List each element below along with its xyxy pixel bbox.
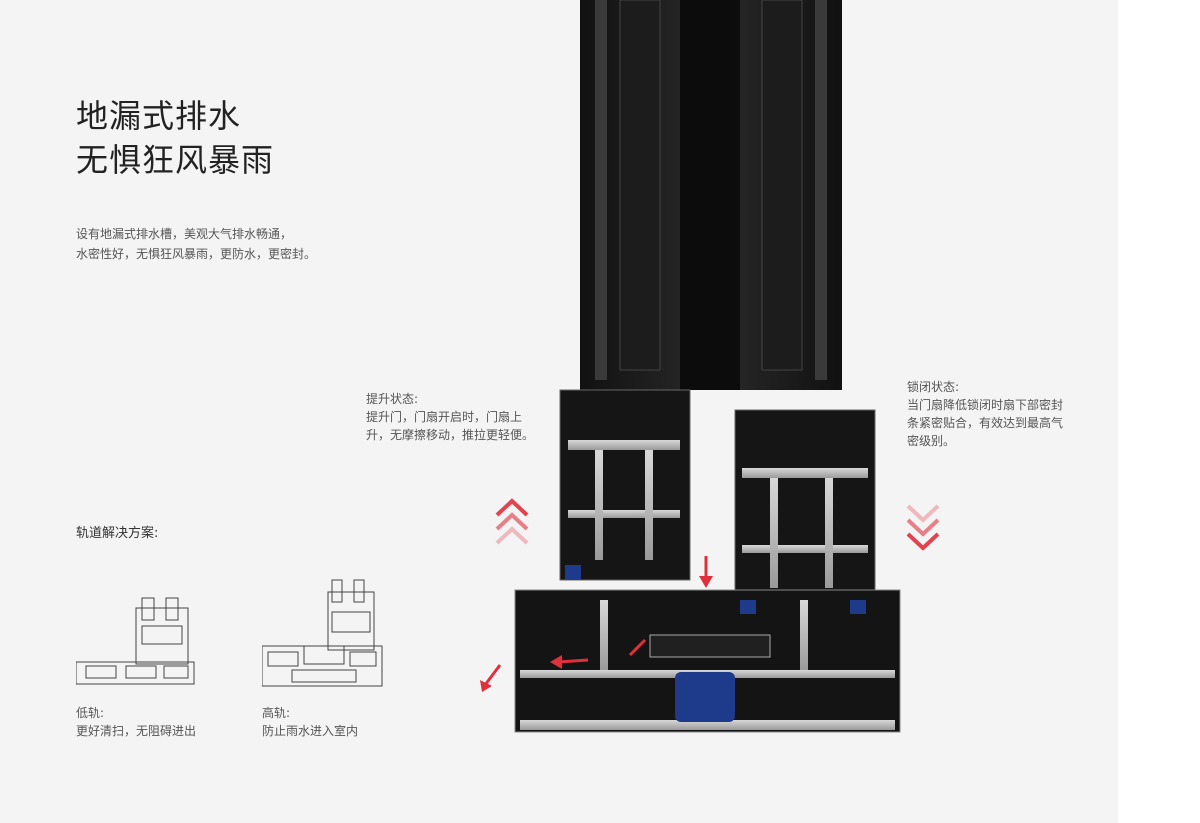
low-track-desc: 更好清扫，无阻碍进出 — [76, 724, 197, 738]
heading-line-2: 无惧狂风暴雨 — [76, 141, 275, 179]
lock-state-line-1: 当门扇降低锁闭时扇下部密封 — [907, 398, 1064, 412]
high-track-desc: 防止雨水进入室内 — [262, 724, 359, 738]
track-solutions-title: 轨道解决方案: — [76, 526, 159, 541]
low-track-label: 低轨: — [76, 706, 105, 720]
high-track-label: 高轨: — [262, 706, 291, 720]
drain-outlet-arrow — [480, 680, 492, 692]
profile-cross-section — [480, 0, 901, 733]
lift-state-line-2: 升，无摩擦移动，推拉更轻便。 — [366, 428, 535, 442]
high-track-diagram — [262, 579, 383, 687]
lift-state-title: 提升状态: — [366, 392, 419, 406]
lock-state-title: 锁闭状态: — [907, 380, 960, 394]
low-track-diagram — [76, 597, 195, 685]
chevron-down-triple-icon — [906, 504, 940, 551]
drain-gasket — [675, 672, 735, 722]
water-arrow-down — [699, 576, 713, 588]
lift-state-line-1: 提升门，门扇开启时，门扇上 — [366, 410, 523, 424]
lock-state-line-2: 条紧密贴合，有效达到最高气 — [907, 416, 1064, 430]
lock-state-line-3: 密级别。 — [907, 434, 956, 448]
description-line-1: 设有地漏式排水槽，美观大气排水畅通， — [76, 227, 293, 241]
description-line-2: 水密性好，无惧狂风暴雨，更防水，更密封。 — [76, 247, 317, 261]
chevron-up-triple-icon — [495, 498, 529, 545]
heading-line-1: 地漏式排水 — [76, 97, 242, 135]
